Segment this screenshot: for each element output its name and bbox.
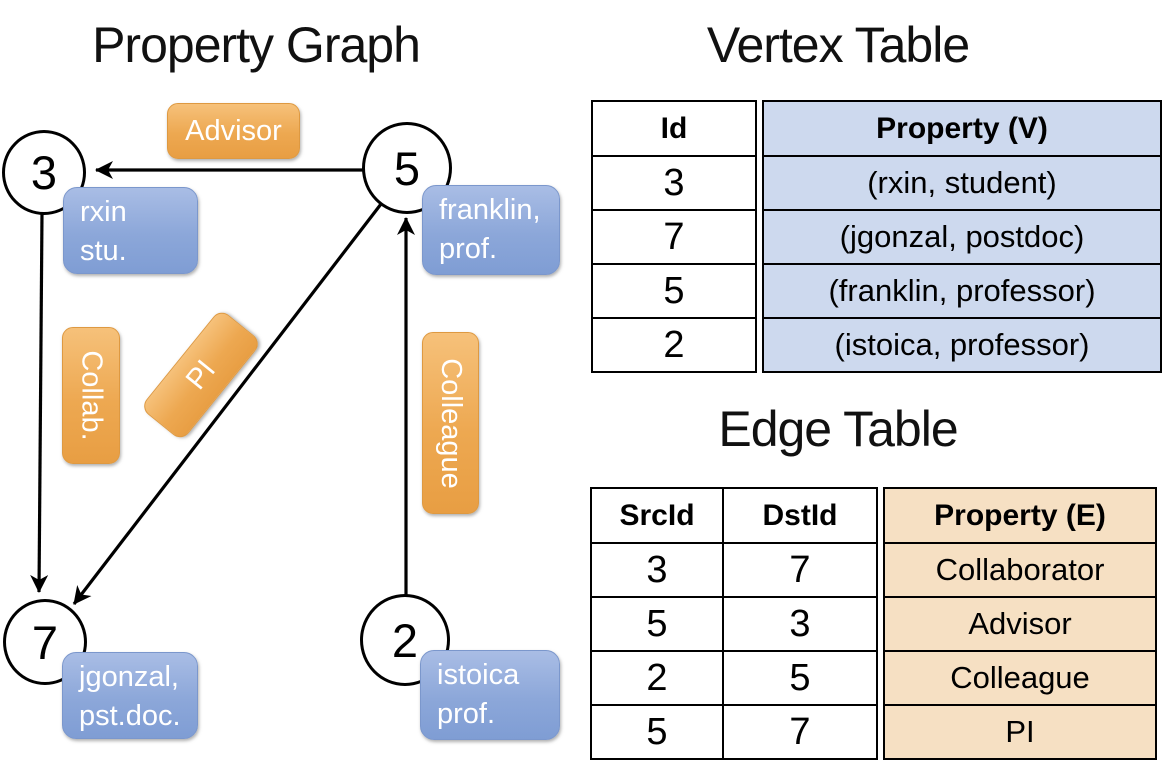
graph-title: Property Graph [92, 17, 421, 73]
property-box-franklin-line1: franklin, [439, 194, 541, 226]
edge-dstid-cell: 3 [722, 596, 878, 652]
edge-property-cell: Colleague [883, 650, 1157, 706]
edge-property-header: Property (E) [883, 487, 1157, 544]
vertex-id-cell: 3 [591, 155, 757, 211]
edge-dstid-header: DstId [722, 487, 878, 544]
graph-node-5: 5 [362, 122, 452, 214]
property-box-franklin: franklin, prof. [422, 185, 560, 275]
edge-srcid-cell: 3 [590, 542, 724, 598]
edge-property-subtable: Property (E) Collaborator Advisor Collea… [883, 487, 1157, 760]
property-box-rxin-line1: rxin [80, 196, 127, 228]
vertex-property-subtable: Property (V) (rxin, student) (jgonzal, p… [762, 100, 1162, 373]
edge-table-title: Edge Table [718, 401, 958, 457]
edge-label-collab-text: Collab. [75, 350, 108, 441]
edge-dstid-cell: 7 [722, 704, 878, 760]
edge-property-cell: Collaborator [883, 542, 1157, 598]
vertex-id-header: Id [591, 100, 757, 157]
vertex-property-cell: (jgonzal, postdoc) [762, 209, 1162, 265]
edge-3-to-7-arrow [30, 212, 49, 593]
graph-node-2: 2 [360, 594, 450, 686]
node-5-id: 5 [393, 141, 421, 195]
edge-label-colleague: Colleague [422, 332, 479, 514]
property-box-istoica: istoica prof. [420, 650, 560, 740]
vertex-property-cell: (istoica, professor) [762, 317, 1162, 373]
edge-srcid-cell: 5 [590, 704, 724, 760]
edge-label-advisor-text: Advisor [185, 114, 282, 147]
property-box-franklin-line2: prof. [439, 233, 498, 265]
edge-label-advisor: Advisor [167, 103, 300, 159]
edge-srcid-cell: 5 [590, 596, 724, 652]
property-box-jgonzal: jgonzal, pst.doc. [62, 652, 198, 739]
vertex-id-cell: 2 [591, 317, 757, 373]
vertex-property-cell: (rxin, student) [762, 155, 1162, 211]
edge-property-cell: PI [883, 704, 1157, 760]
vertex-id-cell: 5 [591, 263, 757, 319]
vertex-id-subtable: Id 3 7 5 2 [591, 100, 757, 373]
edge-property-cell: Advisor [883, 596, 1157, 652]
edge-arrow-layer [30, 161, 415, 605]
property-box-rxin-line2: stu. [80, 235, 127, 267]
vertex-id-cell: 7 [591, 209, 757, 265]
vertex-property-cell: (franklin, professor) [762, 263, 1162, 319]
edge-table: SrcId DstId 3 7 5 3 2 5 5 7 Property (E)… [590, 487, 1157, 760]
edge-label-colleague-text: Colleague [435, 357, 468, 489]
node-2-id: 2 [391, 613, 419, 667]
vertex-property-header: Property (V) [762, 100, 1162, 157]
edge-label-collab: Collab. [62, 327, 120, 464]
property-box-jgonzal-line1: jgonzal, [79, 661, 179, 693]
node-3-id: 3 [30, 146, 58, 199]
property-box-istoica-line1: istoica [437, 659, 520, 691]
property-box-rxin: rxin stu. [63, 187, 198, 274]
vertex-table-title: Vertex Table [706, 17, 970, 73]
node-7-id: 7 [31, 615, 59, 669]
edge-srcid-header: SrcId [590, 487, 724, 544]
edge-ids-subtable: SrcId DstId 3 7 5 3 2 5 5 7 [590, 487, 878, 760]
edge-label-pi-text: PI [179, 353, 222, 396]
property-box-istoica-line2: prof. [437, 698, 496, 730]
property-box-jgonzal-line2: pst.doc. [79, 700, 181, 732]
edge-srcid-cell: 2 [590, 650, 724, 706]
vertex-table: Id 3 7 5 2 Property (V) (rxin, student) … [591, 100, 1162, 373]
edge-dstid-cell: 5 [722, 650, 878, 706]
edge-5-to-7-arrow [72, 203, 383, 605]
edge-dstid-cell: 7 [722, 542, 878, 598]
